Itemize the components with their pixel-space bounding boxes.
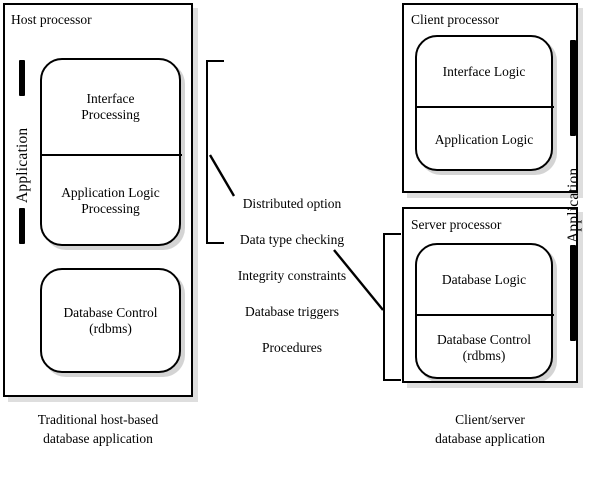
client-logic-rbox: Interface Logic Application Logic [414,35,554,173]
host-application-rbox-divider [39,154,182,156]
host-interface-processing-cell: Interface Processing [42,60,179,154]
server-logic-rbox: Database Logic Database Control (rdbms) [414,243,554,381]
client-server-caption: Client/server database application [435,412,545,447]
application-bar-top-right [570,40,576,136]
right-feature-bracket [383,233,401,381]
host-application-label: Application [14,127,31,203]
host-application-logic-cell: Application Logic Processing [42,154,179,248]
client-processor-label: Client processor [411,12,500,27]
client-interface-logic-cell: Interface Logic [417,37,551,106]
application-bar-top [19,60,25,96]
left-feature-bracket [206,60,224,244]
client-application-logic-label: Application Logic [434,131,534,147]
server-database-logic-cell: Database Logic [417,245,551,314]
feature-procedures: Procedures [262,339,322,355]
feature-database-triggers: Database triggers [244,303,340,319]
feature-distributed-option: Distributed option [242,195,342,211]
host-processor-label: Host processor [11,12,92,27]
host-database-control-label: Database Control (rdbms) [63,304,158,336]
client-server-application-label: Application [565,167,582,243]
server-logic-rbox-divider [414,314,554,316]
right-connector-line [333,249,384,311]
server-database-control-cell: Database Control (rdbms) [417,314,551,381]
host-database-control-cell: Database Control (rdbms) [42,270,179,371]
shared-features-note: Distributed option Data type checking In… [232,177,352,374]
client-logic-rbox-divider [414,106,554,108]
application-bar-bottom [19,208,25,244]
feature-integrity-constraints: Integrity constraints [237,267,347,283]
host-caption: Traditional host-based database applicat… [37,412,159,447]
host-application-logic-label: Application Logic Processing [61,185,160,216]
client-application-logic-cell: Application Logic [417,106,551,173]
host-database-control-rbox: Database Control (rdbms) [40,268,181,373]
host-application-rbox: Interface Processing Application Logic P… [39,58,182,248]
client-interface-logic-label: Interface Logic [442,63,526,79]
server-database-logic-label: Database Logic [441,271,527,287]
host-interface-processing-label: Interface Processing [81,91,140,122]
application-bar-bottom-right [570,245,576,341]
server-database-control-label: Database Control (rdbms) [436,331,532,363]
left-connector-line [208,154,236,197]
feature-data-type-checking: Data type checking [239,231,345,247]
server-processor-label: Server processor [411,217,502,232]
